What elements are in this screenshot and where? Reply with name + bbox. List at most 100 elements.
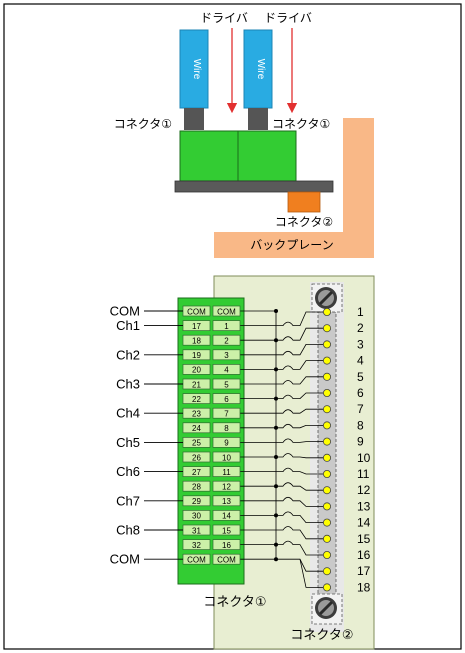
junction-dot (274, 425, 278, 430)
pin-left (182, 539, 211, 550)
junction-dot (274, 513, 278, 518)
terminal-point (322, 567, 331, 576)
signal-wire (240, 467, 326, 475)
pin-right (212, 334, 241, 346)
terminal-point (322, 502, 331, 511)
wire-plug-right (248, 108, 268, 130)
signal-wire (240, 482, 326, 491)
top-diagram: バックプレーン Wire Wire ドライバ ドライバ コネクタ① コネクタ① … (114, 11, 374, 258)
pin-left-label: 22 (192, 395, 201, 404)
pin-right (212, 364, 241, 375)
pin-right (212, 305, 241, 317)
signal-wire (240, 311, 326, 326)
pin-left (182, 451, 211, 463)
pin-right (212, 349, 241, 361)
junction-dot (274, 484, 278, 489)
terminal-point (322, 307, 331, 316)
pin-left (182, 334, 211, 346)
connector2-block (287, 191, 321, 213)
pin-right-label: 11 (222, 468, 231, 477)
pin-right (212, 451, 241, 463)
junction-dot (274, 309, 278, 313)
driver-label-right: ドライバ (264, 11, 312, 25)
pin-left-label: 19 (192, 351, 201, 360)
pin-right-label: 1 (224, 322, 229, 331)
com-label-top: COM (110, 304, 140, 319)
terminal-point (322, 534, 331, 543)
pin-right-label: 2 (224, 337, 229, 346)
terminal-point (322, 518, 331, 527)
terminal-point (322, 356, 331, 365)
wire-label-right: Wire (255, 59, 266, 80)
pin-left-label: COM (187, 556, 206, 565)
signal-wire (240, 360, 326, 370)
terminal-point (322, 388, 331, 397)
signal-wire (240, 540, 326, 556)
pin-left-label: 31 (192, 526, 201, 535)
signal-wire (240, 408, 326, 414)
terminal-number: 3 (357, 337, 364, 351)
connector2-label-top: コネクタ② (275, 215, 333, 229)
channel-label: Ch6 (116, 464, 140, 479)
signal-wire (240, 423, 326, 429)
terminal-number: 7 (357, 402, 364, 416)
backplane (214, 118, 374, 258)
signal-wire (240, 526, 326, 540)
pin-right (212, 437, 241, 448)
pin-left-label: 32 (192, 541, 201, 550)
connector1-label-right: コネクタ① (272, 117, 330, 131)
pin-left-label: 20 (192, 366, 201, 375)
pin-left-label: 17 (192, 322, 201, 331)
channel-label: Ch7 (116, 493, 140, 508)
terminal-number: 12 (357, 483, 371, 497)
terminal-number: 13 (357, 499, 371, 513)
pin-left (182, 422, 211, 434)
junction-dot (274, 367, 278, 372)
channel-label: Ch1 (116, 318, 140, 333)
terminal-point (322, 324, 331, 333)
pin-left-label: 24 (192, 424, 201, 433)
pin-right-label: 13 (222, 497, 231, 506)
pin-right-label: 15 (222, 526, 231, 535)
channel-label: Ch8 (116, 523, 140, 538)
terminal-point (322, 583, 331, 592)
pin-left-label: COM (187, 307, 206, 316)
terminal-number: 4 (357, 354, 364, 368)
channel-label: Ch2 (116, 347, 140, 362)
terminal-point (322, 453, 331, 462)
connector1-label-bottom: コネクタ① (203, 594, 266, 609)
pin-right (212, 553, 241, 565)
pin-right (212, 495, 241, 507)
junction-dot (274, 338, 278, 343)
terminal-number: 10 (357, 451, 371, 465)
signal-wire (240, 376, 326, 385)
signal-wire (240, 438, 326, 443)
pin-right (212, 466, 241, 477)
pin-right (212, 320, 241, 331)
connector2-label-bottom: コネクタ② (290, 627, 353, 642)
pcb-board (174, 180, 334, 193)
pin-right (212, 510, 241, 521)
channel-label: Ch4 (116, 406, 140, 421)
screw-top-icon (315, 287, 337, 309)
signal-wire (240, 453, 326, 459)
pin-left-label: 27 (192, 468, 201, 477)
wire-cable-right (243, 29, 273, 109)
terminal-point (322, 405, 331, 414)
pin-right-label: 7 (224, 410, 229, 419)
pin-left (182, 393, 211, 404)
terminal-number: 15 (357, 532, 371, 546)
terminal-number: 2 (357, 321, 364, 335)
terminal-point (322, 421, 331, 430)
pin-right-label: 5 (224, 380, 229, 389)
terminal-point (322, 340, 331, 349)
signal-wire (240, 496, 326, 507)
pin-left-label: 30 (192, 512, 201, 521)
pin-right-label: 6 (224, 395, 229, 404)
pin-right-label: 10 (222, 453, 231, 462)
terminal-point (322, 469, 331, 478)
